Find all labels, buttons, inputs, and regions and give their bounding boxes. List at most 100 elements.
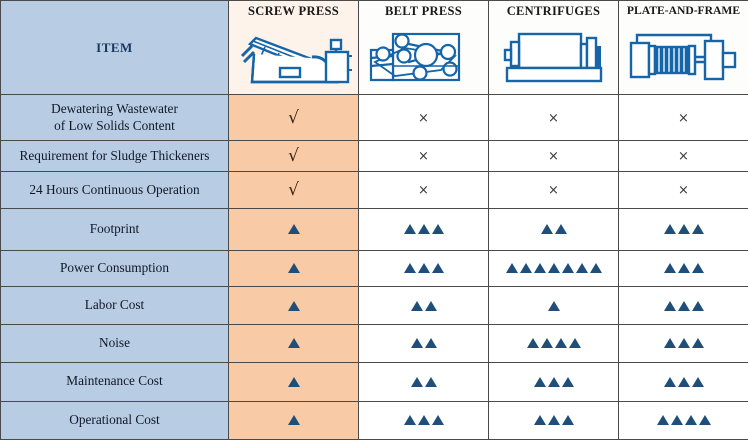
row-label-4: Footprint (0, 207, 229, 251)
rating-triangles (229, 300, 358, 311)
triangle-icon (533, 376, 546, 387)
triangle-icon (691, 338, 704, 349)
triangle-icon (691, 263, 704, 274)
cell-belt-1: × (358, 93, 489, 142)
table-row: Requirement for Sludge Thickeners√ × × × (0, 140, 748, 173)
table-row: Operational Cost (0, 400, 748, 440)
cell-centrifuges-3: × (488, 171, 619, 209)
rating-triangles (229, 415, 358, 426)
triangle-icon (410, 376, 423, 387)
triangle-icon (287, 224, 300, 235)
triangle-icon (540, 224, 553, 235)
cell-belt-3: × (358, 171, 489, 209)
triangle-icon (691, 224, 704, 235)
rating-triangles (619, 224, 748, 235)
rating-triangles (229, 263, 358, 274)
table-header-row: ITEM SCREW PRESS (0, 0, 748, 95)
cross-icon: × (418, 149, 429, 165)
row-label-3: 24 Hours Continuous Operation (0, 171, 229, 209)
row-label-2: Requirement for Sludge Thickeners (0, 140, 229, 173)
header-screw-press-label: SCREW PRESS (248, 4, 339, 18)
triangle-icon (554, 224, 567, 235)
triangle-icon (656, 415, 669, 426)
cell-centrifuges-1: × (488, 93, 619, 142)
cell-plate-1: × (618, 93, 748, 142)
check-icon: √ (288, 107, 299, 128)
cell-screw-2: √ (228, 140, 359, 173)
rating-triangles (359, 338, 488, 349)
triangle-icon (691, 376, 704, 387)
rating-triangles (359, 376, 488, 387)
cross-icon: × (418, 183, 429, 199)
triangle-icon (287, 263, 300, 274)
triangle-icon (677, 263, 690, 274)
cell-plate-2: × (618, 140, 748, 173)
rating-triangles (359, 300, 488, 311)
triangle-icon (526, 338, 539, 349)
cell-screw-3: √ (228, 171, 359, 209)
triangle-icon (410, 338, 423, 349)
cell-centrifuges-7 (488, 324, 619, 363)
table-row: Maintenance Cost (0, 361, 748, 402)
triangle-icon (663, 263, 676, 274)
triangle-icon (575, 263, 588, 274)
cell-plate-4 (618, 207, 748, 251)
triangle-icon (287, 338, 300, 349)
triangle-icon (417, 224, 430, 235)
row-label-5: Power Consumption (0, 249, 229, 288)
triangle-icon (670, 415, 683, 426)
rating-triangles (359, 415, 488, 426)
triangle-icon (287, 300, 300, 311)
header-screw-press: SCREW PRESS (228, 0, 359, 95)
triangle-icon (691, 300, 704, 311)
belt-press-icon (359, 20, 488, 94)
triangle-icon (677, 300, 690, 311)
triangle-icon (287, 415, 300, 426)
triangle-icon (547, 300, 560, 311)
cell-belt-4 (358, 207, 489, 251)
cell-belt-2: × (358, 140, 489, 173)
triangle-icon (677, 338, 690, 349)
cell-belt-9 (358, 400, 489, 440)
cell-belt-7 (358, 324, 489, 363)
triangle-icon (403, 263, 416, 274)
cell-plate-6 (618, 286, 748, 326)
row-label-7: Noise (0, 324, 229, 363)
cell-belt-5 (358, 249, 489, 288)
triangle-icon (424, 376, 437, 387)
triangle-icon (547, 263, 560, 274)
cell-centrifuges-9 (488, 400, 619, 440)
rating-triangles (359, 263, 488, 274)
cell-screw-9 (228, 400, 359, 440)
triangle-icon (684, 415, 697, 426)
row-label-line2: of Low Solids Content (54, 117, 175, 133)
triangle-icon (677, 376, 690, 387)
row-label-line1: Dewatering Wastewater (51, 101, 178, 117)
triangle-icon (554, 338, 567, 349)
row-label-8: Maintenance Cost (0, 361, 229, 402)
table-row: Power Consumption (0, 249, 748, 288)
cell-screw-1: √ (228, 93, 359, 142)
triangle-icon (417, 263, 430, 274)
cell-plate-7 (618, 324, 748, 363)
header-belt-press-label: BELT PRESS (384, 4, 462, 18)
cell-centrifuges-2: × (488, 140, 619, 173)
cross-icon: × (548, 110, 559, 126)
cell-plate-3: × (618, 171, 748, 209)
row-label-9: Operational Cost (0, 400, 229, 440)
cell-screw-8 (228, 361, 359, 402)
triangle-icon (677, 224, 690, 235)
cell-centrifuges-4 (488, 207, 619, 251)
cross-icon: × (548, 149, 559, 165)
rating-triangles (489, 300, 618, 311)
rating-triangles (619, 263, 748, 274)
triangle-icon (533, 415, 546, 426)
cell-centrifuges-6 (488, 286, 619, 326)
triangle-icon (561, 263, 574, 274)
rating-triangles (229, 376, 358, 387)
table-row: Labor Cost (0, 286, 748, 326)
rating-triangles (359, 224, 488, 235)
plate-and-frame-icon (619, 18, 748, 94)
